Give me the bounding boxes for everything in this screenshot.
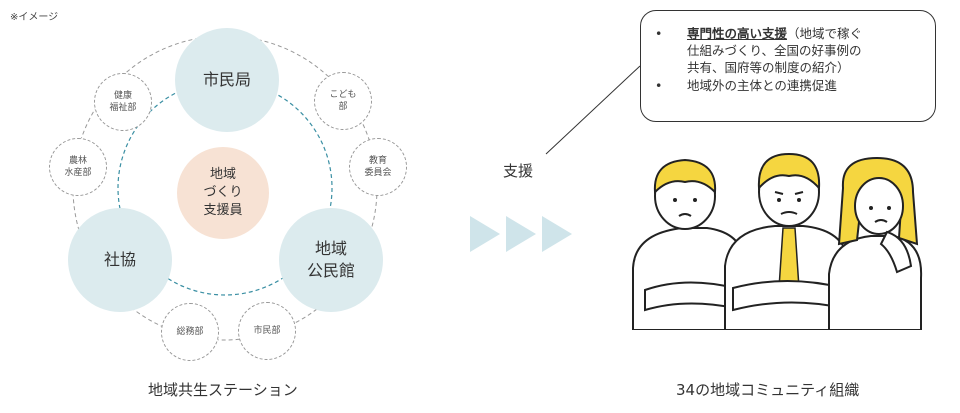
satellite-kyoiku: 教育委員会	[349, 138, 407, 196]
center-line2: づくり	[203, 185, 243, 200]
support-label: 支援	[503, 162, 534, 180]
satellite-kenko-line2: 福祉部	[109, 103, 137, 113]
satellite-kyoiku-line1: 教育	[368, 156, 387, 166]
satellite-shimin-bu: 市民部	[238, 302, 296, 360]
bubble-pointer	[545, 65, 641, 155]
community-people-illustration	[632, 152, 923, 330]
node-shakyo: 社協	[68, 208, 172, 312]
person-right	[828, 156, 923, 330]
person-middle	[724, 152, 850, 330]
people-caption: 34の地域コミュニティ組織	[676, 381, 860, 399]
satellite-shimin-bu-label: 市民部	[253, 326, 281, 336]
bubble-item-1-strong: 専門性の高い支援	[687, 26, 788, 41]
bubble-item-1-line2: 仕組みづくり、全国の好事例の	[687, 43, 862, 58]
bullet-1: •	[655, 26, 663, 41]
satellite-kyoiku-line2: 委員会	[364, 168, 392, 178]
bubble-item-1-rest: （地域で稼ぐ	[787, 26, 863, 41]
arrow-3	[542, 216, 572, 252]
center-line1: 地域	[209, 167, 236, 182]
satellite-norin-line2: 水産部	[64, 168, 92, 178]
satellite-kodomo-line1: こども	[329, 90, 357, 100]
satellite-norin-line1: 農林	[68, 156, 87, 166]
bubble-item-2: • 地域外の主体との連携促進	[655, 77, 923, 94]
node-kominkan: 地域公民館	[279, 208, 383, 312]
satellite-norin: 農林水産部	[49, 138, 107, 196]
bubble-item-2-text: 地域外の主体との連携促進	[687, 78, 837, 93]
bubble-item-1-line3: 共有、国府等の制度の紹介）	[687, 60, 850, 75]
node-shakyo-label: 社協	[103, 250, 136, 269]
satellite-kenko-line1: 健康	[113, 91, 132, 101]
person-left	[632, 158, 746, 330]
node-kominkan-line2: 公民館	[306, 261, 355, 280]
satellite-somu: 総務部	[161, 303, 219, 361]
bubble-item-1: • 専門性の高い支援（地域で稼ぐ 仕組みづくり、全国の好事例の 共有、国府等の制…	[655, 25, 923, 76]
image-note: ※イメージ	[10, 12, 59, 23]
satellite-kenko: 健康福祉部	[94, 73, 152, 131]
node-shimin-label: 市民局	[202, 70, 251, 89]
center-support-worker: 地域づくり支援員	[177, 147, 269, 239]
center-line3: 支援員	[203, 203, 243, 218]
inner-dashed-ring	[117, 80, 333, 296]
node-kominkan-line1: 地域	[314, 239, 347, 258]
satellite-somu-label: 総務部	[176, 327, 204, 337]
arrow-2	[506, 216, 536, 252]
satellite-kodomo: こども部	[314, 72, 372, 130]
satellite-kodomo-line2: 部	[338, 102, 348, 112]
support-bubble: • 専門性の高い支援（地域で稼ぐ 仕組みづくり、全国の好事例の 共有、国府等の制…	[640, 10, 936, 122]
arrow-group	[470, 216, 572, 252]
bullet-2: •	[655, 78, 663, 93]
hub-caption: 地域共生ステーション	[148, 381, 298, 399]
node-shimin: 市民局	[175, 28, 279, 132]
arrow-1	[470, 216, 500, 252]
